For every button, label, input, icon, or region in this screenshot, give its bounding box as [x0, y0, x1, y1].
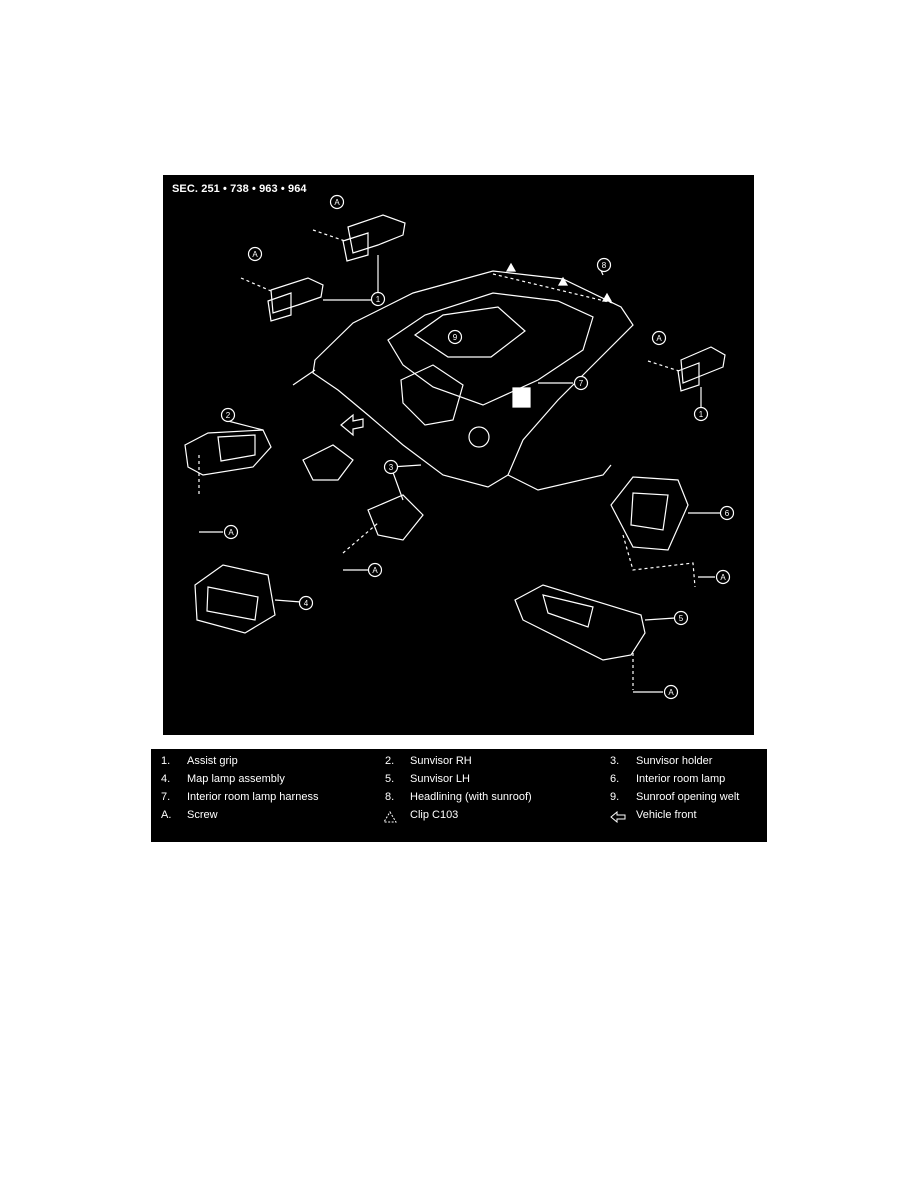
callout-7: 7 — [579, 379, 584, 388]
legend-row: A. Screw Clip C103 Vehicle front — [151, 809, 767, 827]
legend-label: Headlining (with sunroof) — [410, 791, 532, 803]
arrow-left-icon — [610, 811, 626, 823]
legend-label: Map lamp assembly — [187, 773, 285, 785]
legend-number: 9. — [610, 791, 620, 803]
callout-a-7: A — [668, 688, 674, 697]
callout-a-6: A — [720, 573, 726, 582]
assist-grip-top — [312, 214, 406, 262]
legend-row: 1. Assist grip 2. Sunvisor RH 3. Sunviso… — [151, 755, 767, 773]
legend-label: Sunvisor RH — [410, 755, 472, 767]
callout-9: 9 — [453, 333, 458, 342]
legend-number: 3. — [610, 755, 620, 767]
legend-label: Interior room lamp — [636, 773, 726, 785]
legend-number: 4. — [161, 773, 171, 785]
callout-1-a: 1 — [376, 295, 381, 304]
callout-8: 8 — [602, 261, 607, 270]
legend-label: Clip C103 — [410, 809, 459, 821]
legend-number: 1. — [161, 755, 171, 767]
callout-1-b: 1 — [699, 410, 704, 419]
legend-label: Screw — [187, 809, 218, 821]
legend-label: Sunroof opening welt — [636, 791, 740, 803]
callout-a-4: A — [228, 528, 234, 537]
legend-row: 4. Map lamp assembly 5. Sunvisor LH 6. I… — [151, 773, 767, 791]
parts-legend: 1. Assist grip 2. Sunvisor RH 3. Sunviso… — [151, 749, 767, 842]
sunvisor-rh-part — [184, 429, 272, 495]
callout-a-3: A — [656, 334, 662, 343]
legend-label: Vehicle front — [636, 809, 697, 821]
callout-6: 6 — [725, 509, 730, 518]
legend-label: Sunvisor holder — [636, 755, 713, 767]
legend-label: Assist grip — [187, 755, 238, 767]
section-title: SEC. 251 • 738 • 963 • 964 — [172, 183, 307, 195]
clip-markers — [505, 262, 613, 302]
legend-number: 8. — [385, 791, 395, 803]
callout-5: 5 — [679, 614, 684, 623]
callout-a-2: A — [252, 250, 258, 259]
callout-2: 2 — [226, 411, 231, 420]
legend-number: 7. — [161, 791, 171, 803]
legend-label: Sunvisor LH — [410, 773, 470, 785]
map-lamp-part — [194, 564, 276, 634]
legend-row: 7. Interior room lamp harness 8. Headlin… — [151, 791, 767, 809]
sunvisor-lh-part — [514, 584, 646, 690]
legend-number: 6. — [610, 773, 620, 785]
interior-lamp-part — [610, 476, 696, 588]
callout-a-5: A — [372, 566, 378, 575]
diagram-drawing: A A 1 8 9 A 7 1 2 3 A A 4 6 A 5 A — [184, 194, 735, 700]
callout-3: 3 — [389, 463, 394, 472]
assist-grip-left — [240, 277, 324, 322]
legend-number: 5. — [385, 773, 395, 785]
triangle-icon — [383, 811, 397, 823]
exploded-diagram: SEC. 251 • 738 • 963 • 964 — [163, 175, 754, 735]
assist-grip-right — [647, 346, 726, 392]
sunvisor-holder-parts — [302, 444, 424, 554]
legend-number: A. — [161, 809, 172, 821]
vehicle-front-arrow — [340, 413, 364, 437]
headlining-part — [292, 270, 634, 491]
callout-4: 4 — [304, 599, 309, 608]
legend-number: 2. — [385, 755, 395, 767]
legend-label: Interior room lamp harness — [187, 791, 319, 803]
callout-a-1: A — [334, 198, 340, 207]
